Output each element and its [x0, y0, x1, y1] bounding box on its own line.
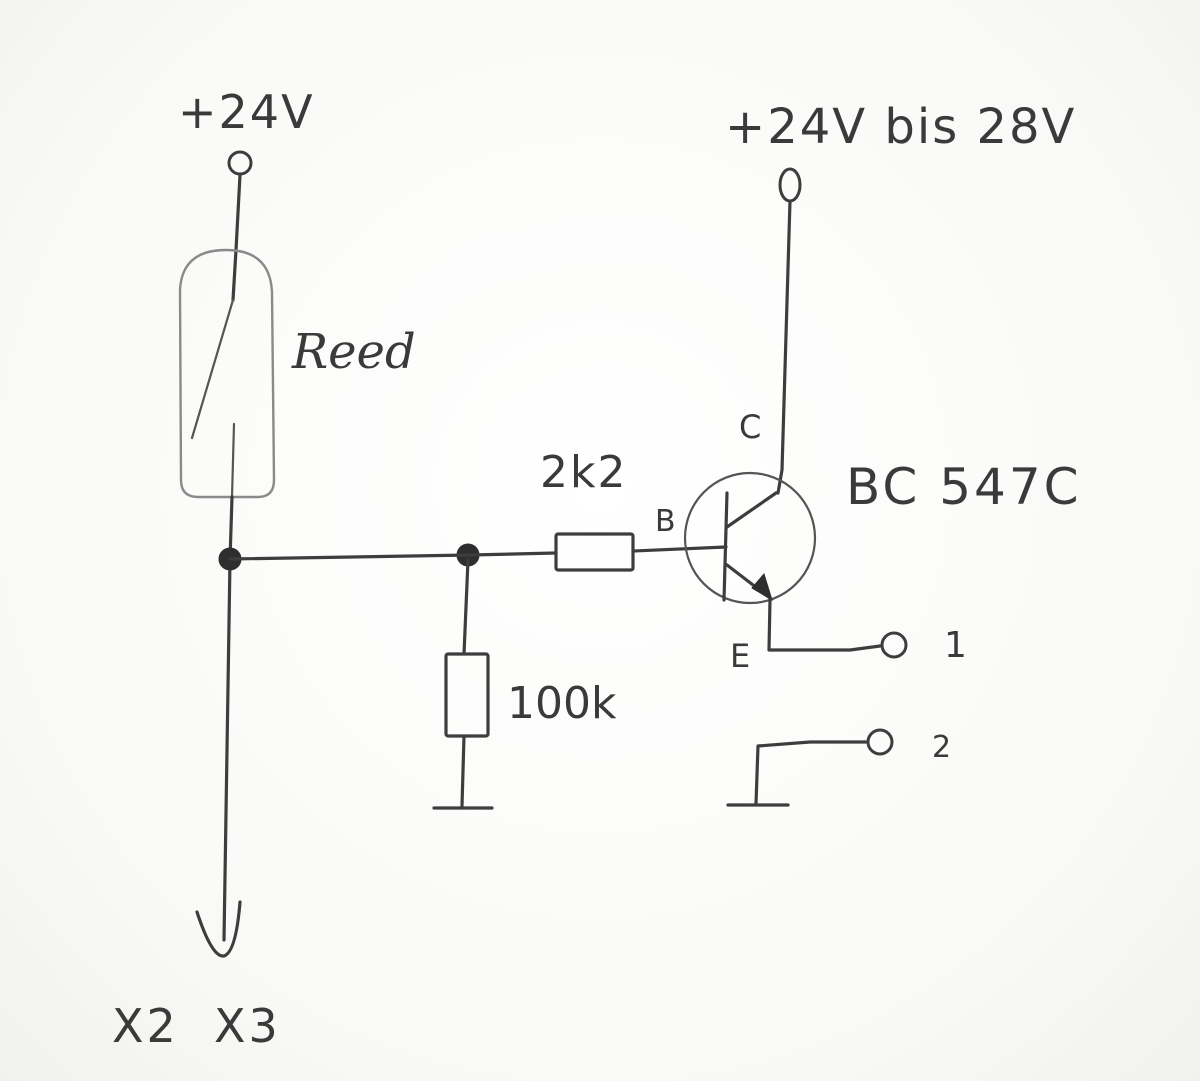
output-1-terminal	[880, 631, 908, 659]
reed-switch-contact-lower	[230, 422, 236, 499]
output-2-terminal	[866, 728, 894, 756]
base-feed-wire	[228, 551, 558, 561]
transistor-envelope	[683, 471, 817, 605]
pin-base-label: B	[655, 504, 676, 539]
transistor-base-bar	[722, 491, 729, 602]
pulldown-lower-wire	[460, 734, 466, 808]
transistor-collector-lead	[725, 491, 778, 529]
output-arrow-icon	[195, 900, 242, 958]
output-2-wire	[754, 740, 868, 806]
supply-left-terminal	[227, 150, 253, 176]
reed-switch-capsule	[178, 248, 276, 499]
output-x2-x3-label: X2 X3	[112, 999, 281, 1053]
resistor-100k-body	[444, 652, 490, 738]
supply-left-wire	[231, 173, 242, 302]
transistor-npn	[683, 471, 817, 605]
collector-supply-wire	[776, 199, 792, 495]
reed-switch-contact-upper	[190, 298, 235, 440]
output-1-label: 1	[944, 625, 967, 666]
transistor-label: BC 547C	[846, 458, 1082, 516]
resistor-100k-label: 100k	[507, 678, 617, 729]
pulldown-upper-wire	[462, 558, 470, 656]
pin-emitter-label: E	[730, 637, 750, 675]
resistor-2k2-body	[554, 532, 635, 572]
reed-switch	[178, 248, 276, 499]
supply-right-label: +24V bis 28V	[725, 99, 1076, 155]
emitter-arrow-icon	[751, 572, 773, 602]
base-wire	[631, 545, 728, 553]
supply-left-label: +24V	[178, 85, 315, 139]
output-2-label: 2	[932, 730, 951, 765]
resistor-2k2-label: 2k2	[540, 447, 627, 498]
supply-right-terminal	[778, 167, 802, 203]
pin-collector-label: C	[739, 408, 761, 446]
reed-label: Reed	[291, 324, 416, 380]
emitter-output-wire	[767, 598, 882, 652]
